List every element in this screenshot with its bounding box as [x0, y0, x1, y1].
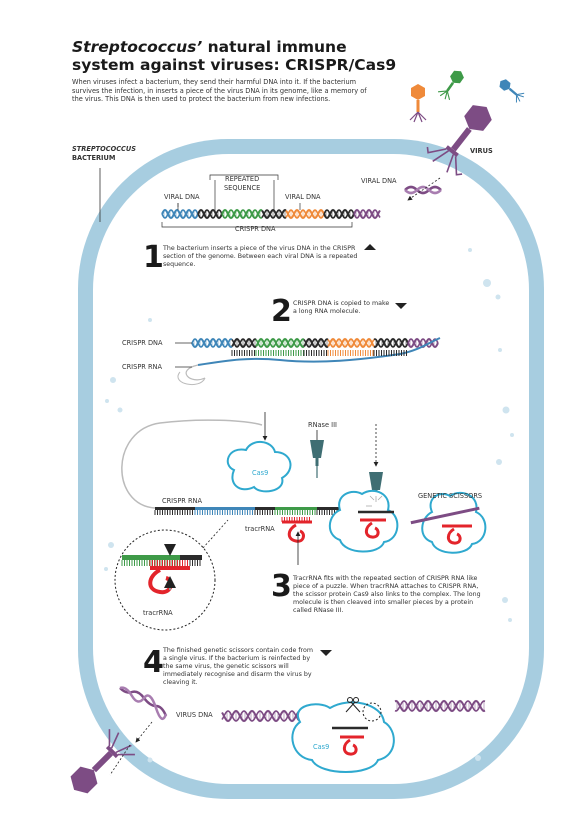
intro-paragraph: When viruses infect a bacterium, they se… [72, 78, 367, 104]
crispr-rna-strand-step2 [177, 337, 441, 386]
helix-strand [303, 338, 329, 348]
helix-strand [394, 700, 486, 712]
step-2-number: 2 [271, 294, 292, 329]
cas9-complex-right [328, 489, 399, 553]
helix-strand [191, 338, 233, 348]
incoming-viral-dna [404, 177, 442, 201]
tracrrna-zoom-label: tracrRNA [143, 609, 173, 617]
step2-triangle-icon [395, 303, 407, 309]
virus-label: VIRUS [470, 147, 493, 155]
step-3-text: TracrRNA fits with the repeated section … [293, 575, 481, 614]
helix-strand [191, 337, 233, 349]
step3-triangle-icon [395, 497, 407, 503]
genetic-scissors-icon [410, 491, 487, 554]
repeated-sequence-label-1: REPEATED [225, 175, 260, 183]
title-rest: natural immune system against viruses: C… [72, 38, 397, 74]
step-4-number: 4 [143, 645, 164, 680]
bacterium-membrane [78, 139, 544, 799]
helix-strand [255, 338, 305, 348]
viral-dna-label-right: VIRAL DNA [285, 193, 321, 201]
helix-strand [161, 209, 199, 219]
virus-dna-step4-strand [221, 699, 486, 723]
rna-segment [155, 507, 195, 510]
long-rna-loop [121, 419, 263, 509]
crispr-dna-strand-step1 [161, 208, 381, 220]
helix-strand [221, 709, 303, 723]
step-4-text: The finished genetic scissors contain co… [163, 647, 313, 686]
tracrrna-complex-label: tracrRNA [245, 525, 275, 533]
step4-triangle-icon [320, 650, 332, 656]
helix-strand [261, 209, 287, 219]
membrane-bubbles [104, 248, 514, 763]
cas9-protein-top [226, 441, 292, 493]
floating-virus-green-icon [438, 70, 464, 100]
title-italic: Streptococcus’ [72, 38, 203, 56]
scissors-cut-icon [345, 697, 382, 722]
scissors-guide-strand [410, 506, 480, 525]
virus-dna-step4-label: VIRUS DNA [176, 711, 213, 719]
viral-dna-label-left: VIRAL DNA [164, 193, 200, 201]
step1-brackets [161, 174, 353, 228]
zoom-circle [114, 519, 229, 631]
helix-strand [353, 209, 381, 219]
crispr-dna-row-label: CRISPR DNA [122, 339, 163, 347]
cleavage-burst-icon [366, 495, 383, 507]
helix-strand [197, 209, 223, 219]
rna-segment [255, 507, 275, 510]
crispr-dna-bracket-label: CRISPR DNA [235, 225, 276, 233]
floating-virus-orange-icon [409, 84, 427, 123]
virus-bottom-icon [70, 729, 135, 794]
rnase-iii-icon [310, 440, 324, 478]
crispr-rna-ticks [231, 350, 407, 356]
helix-strand [353, 208, 381, 220]
step-1-number: 1 [143, 240, 164, 275]
viral-dna-label-incoming: VIRAL DNA [361, 177, 397, 185]
cas9-bottom-label: Cas9 [313, 743, 330, 751]
tracrrna-complex [282, 520, 312, 543]
genetic-scissors-label: GENETIC SCISSORS [418, 492, 483, 500]
crispr-rna-complex-label: CRISPR RNA [162, 497, 202, 505]
cas9-top-label: Cas9 [252, 469, 269, 477]
step-2-text: CRISPR DNA is copied to make a long RNA … [293, 300, 390, 315]
bacterium-label-line1: STREPTOCOCCUS [72, 145, 136, 153]
helix-strand [221, 208, 263, 220]
virus-dna-step4-left [109, 686, 168, 776]
helix-strand [285, 209, 325, 219]
crispr-dna-strand-step2 [191, 337, 439, 349]
step-1-text: The bacterium inserts a piece of the vir… [163, 245, 358, 268]
rna-segment [275, 507, 317, 510]
step-3-number: 3 [271, 569, 292, 604]
rna-segment [195, 507, 255, 510]
floating-virus-blue-icon [499, 79, 525, 103]
step1-triangle-icon [364, 244, 376, 250]
crispr-rna-row-label: CRISPR RNA [122, 363, 162, 371]
page-title: Streptococcus’ natural immune system aga… [72, 38, 402, 74]
helix-strand [231, 338, 257, 348]
helix-strand [221, 710, 303, 722]
virus-top-icon [426, 105, 492, 176]
repeated-sequence-label-2: SEQUENCE [224, 184, 261, 192]
bacterium-label-line2: BACTERIUM [72, 154, 116, 162]
rnase-label: RNase III [308, 421, 337, 429]
helix-strand [221, 209, 263, 219]
rna-segment [317, 507, 339, 510]
